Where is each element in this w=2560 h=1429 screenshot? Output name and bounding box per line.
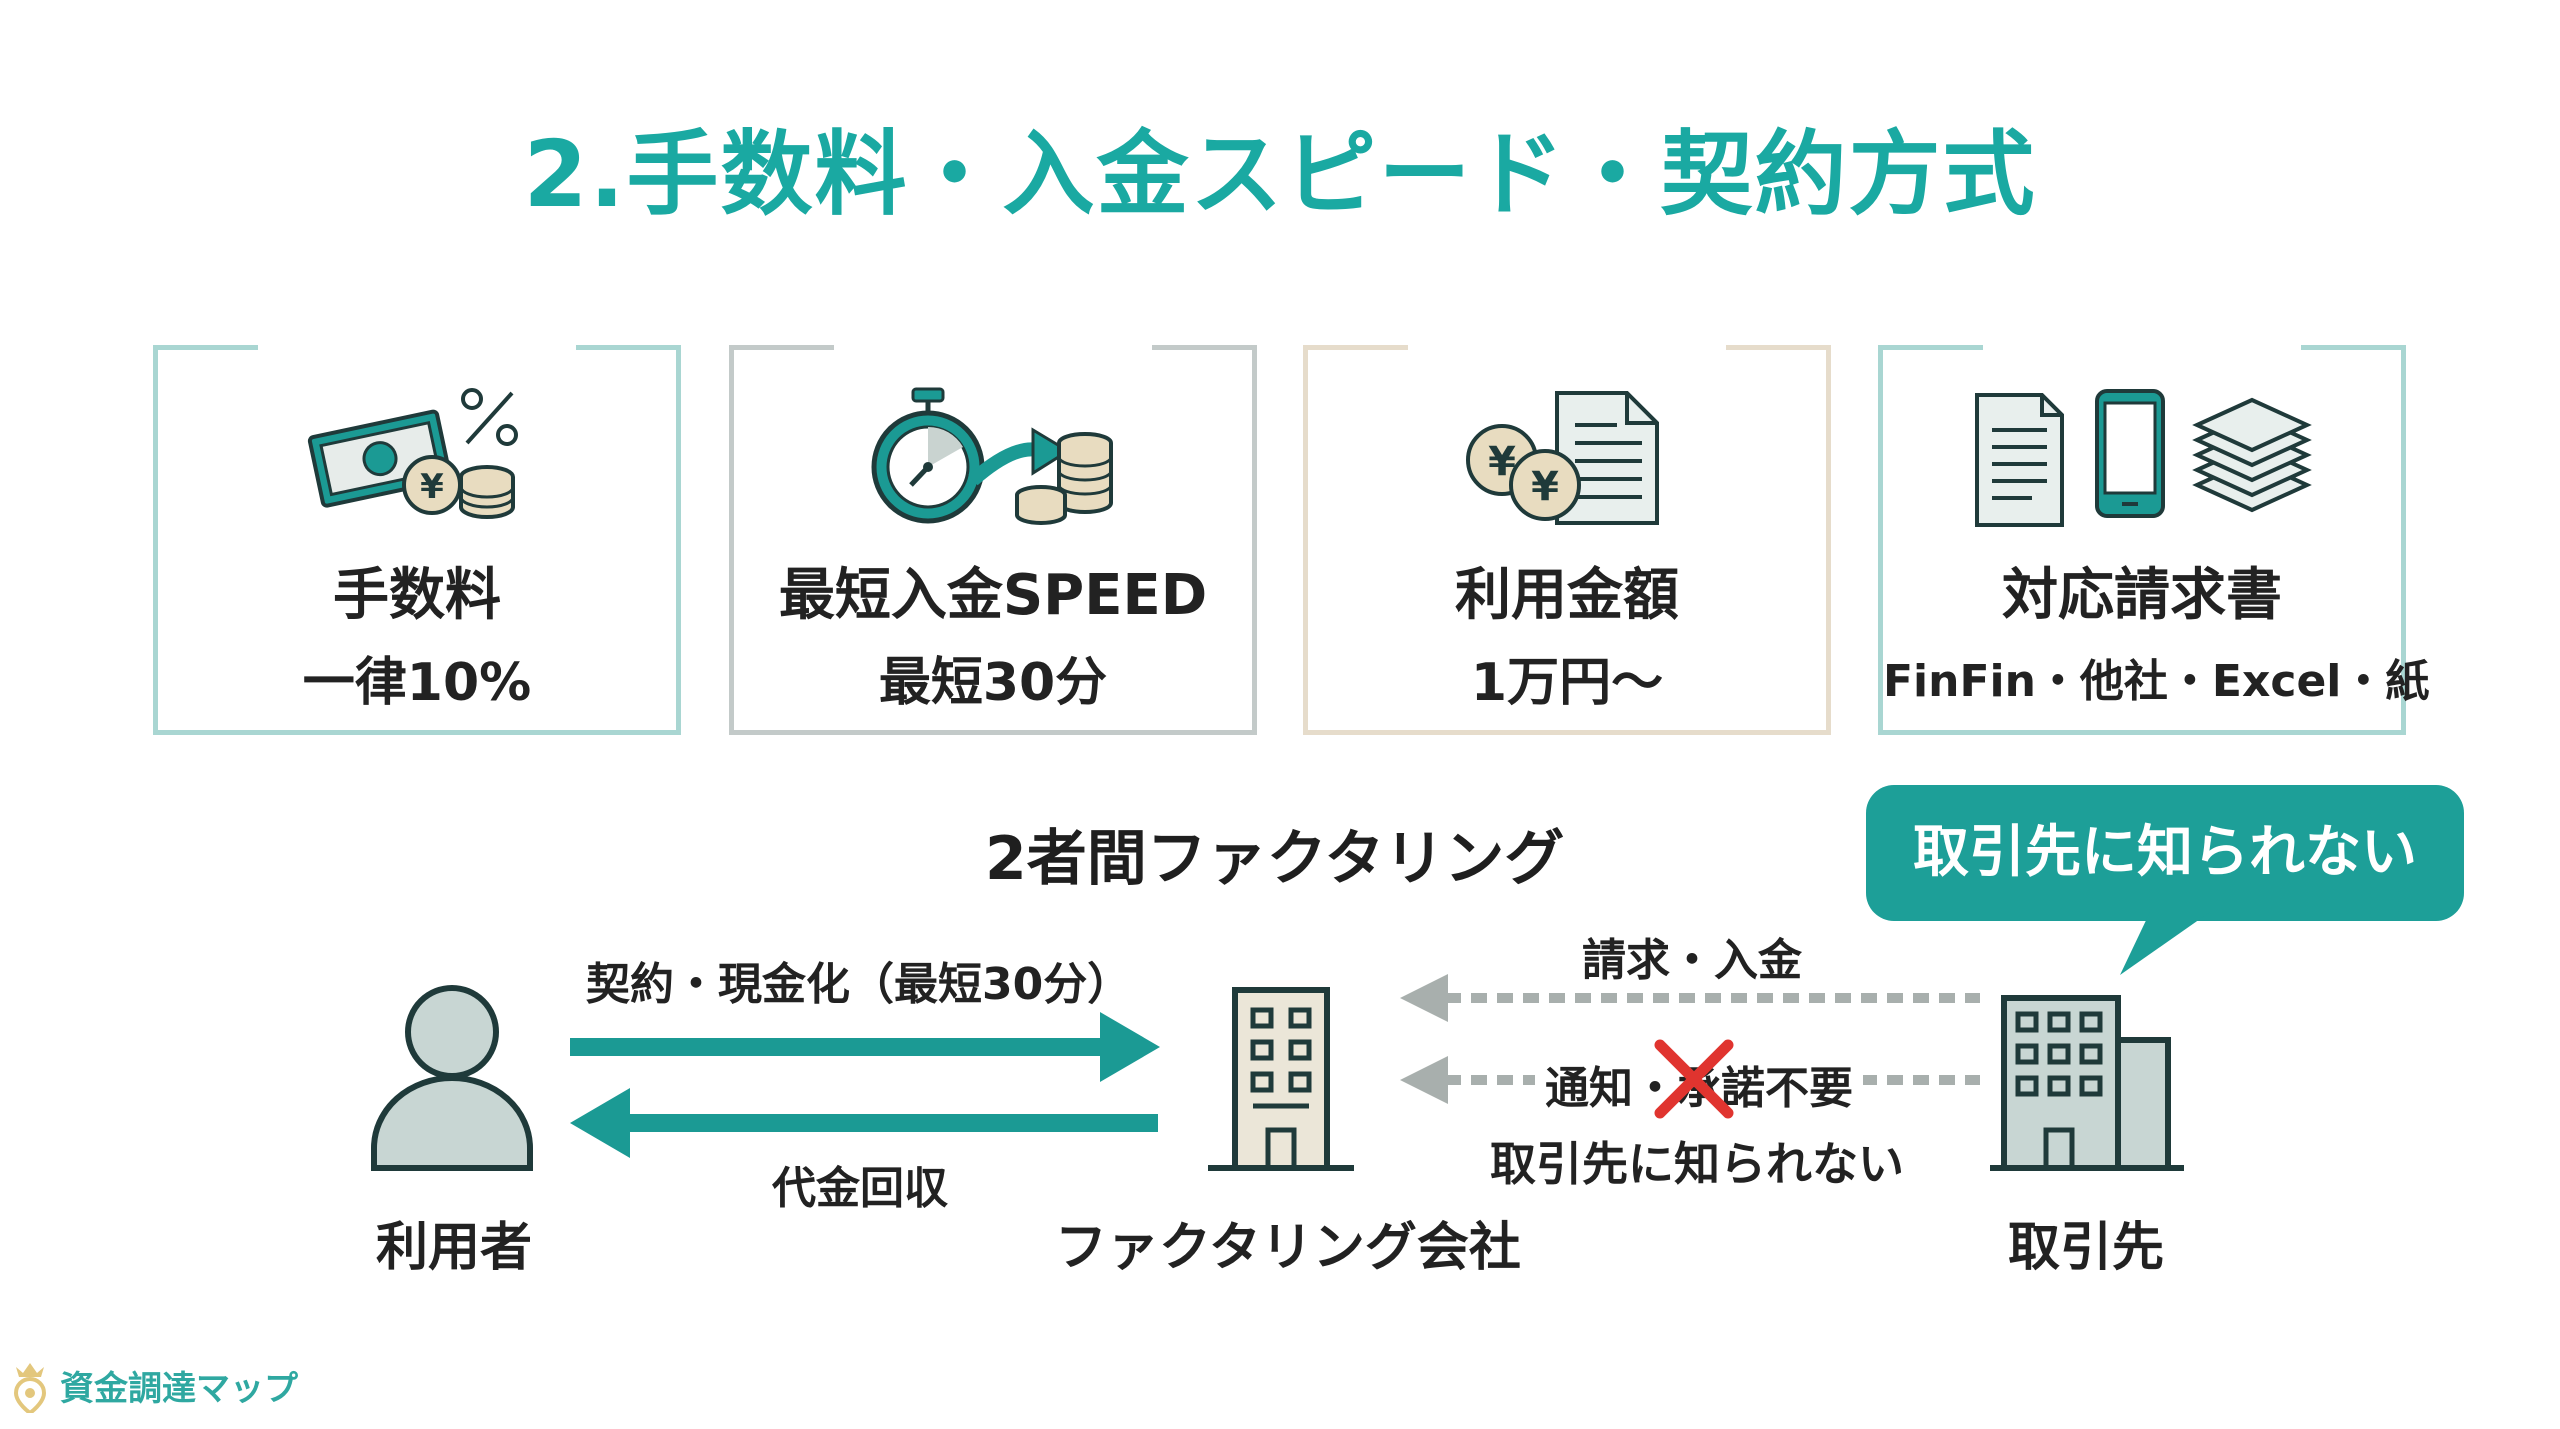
client-label: 取引先 [2008,1218,2165,1278]
card-amount-value: 1万円〜 [1470,653,1664,713]
speech-bubble: 取引先に知られない [1866,785,2464,921]
contract-arrow [570,1012,1160,1082]
svg-text:¥: ¥ [1531,464,1559,510]
card-speed-title: 最短入金SPEED [778,563,1208,628]
stopwatch-arrow-coins-icon [871,387,1113,525]
factoring-company-building-icon [1208,987,1354,1171]
notice-sub-label: 取引先に知られない [1490,1137,1904,1191]
card-fee-title: 手数料 [333,563,501,628]
cross-mark-icon [1654,1039,1734,1119]
invoice-arrow-label: 請求・入金 [1582,935,1802,986]
speech-bubble-tail [2120,912,2210,975]
yen-coins-document-icon: ¥ ¥ [1466,391,1659,525]
brand-logo: 資金調達マップ [10,1355,298,1415]
collection-arrow-label: 代金回収 [772,1163,948,1214]
map-pin-crown-icon [13,1363,47,1413]
company-label: ファクタリング会社 [1055,1218,1521,1278]
page-title: 2.手数料・入金スピード・契約方式 [523,121,2037,228]
user-label: 利用者 [376,1218,533,1278]
card-amount: ¥ ¥ 利用金額 1万円〜 [1303,342,1831,735]
card-speed-value: 最短30分 [878,653,1108,713]
card-fee-value: 一律10% [302,653,532,713]
brand-name: 資金調達マップ [60,1368,298,1409]
card-invoice-title: 対応請求書 [2002,563,2282,628]
svg-text:¥: ¥ [420,467,444,507]
card-amount-title: 利用金額 [1455,563,1679,628]
document-phone-paper-stack-icon [1975,389,2312,527]
client-building-icon [1990,995,2184,1171]
card-invoice-value: FinFin・他社・Excel・紙 [1883,656,2430,707]
card-invoice: 対応請求書 FinFin・他社・Excel・紙 [1878,342,2430,735]
card-speed: 最短入金SPEED 最短30分 [729,342,1257,735]
collection-arrow [570,1088,1158,1158]
user-icon [371,985,533,1171]
contract-arrow-label: 契約・現金化（最短30分） [586,959,1132,1010]
diagram-title: 2者間ファクタリング [985,824,1565,894]
card-fee: ¥ 手数料 一律10% [153,342,681,735]
money-yen-coins-percent-icon: ¥ [307,388,518,519]
